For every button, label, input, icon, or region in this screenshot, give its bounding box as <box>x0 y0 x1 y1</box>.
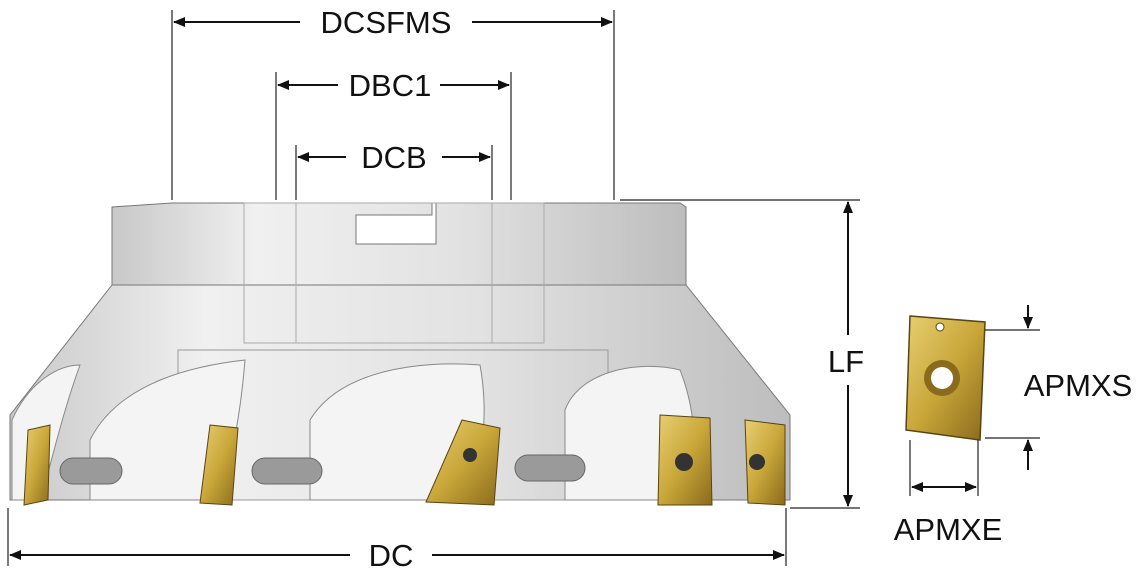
dimension-dcsfms: DCSFMS <box>173 5 613 40</box>
insert-detail <box>905 315 986 441</box>
dimension-apmxs: APMXS <box>1023 305 1133 470</box>
apmxs-label: APMXS <box>1024 368 1133 403</box>
dimension-dc: DC <box>9 538 785 573</box>
dimension-lf: LF <box>828 201 864 507</box>
apmxe-label: APMXE <box>894 512 1003 547</box>
dbc1-label: DBC1 <box>349 68 432 103</box>
cutter-inserts <box>23 414 786 506</box>
lf-label: LF <box>828 344 864 379</box>
extension-lines <box>7 10 1040 566</box>
dc-label: DC <box>369 538 414 573</box>
dimension-apmxe: APMXE <box>894 482 1003 547</box>
dcb-label: DCB <box>361 140 426 175</box>
dimension-dbc1: DBC1 <box>277 68 510 103</box>
dimension-dcb: DCB <box>297 140 491 175</box>
dcsfms-label: DCSFMS <box>321 5 452 40</box>
